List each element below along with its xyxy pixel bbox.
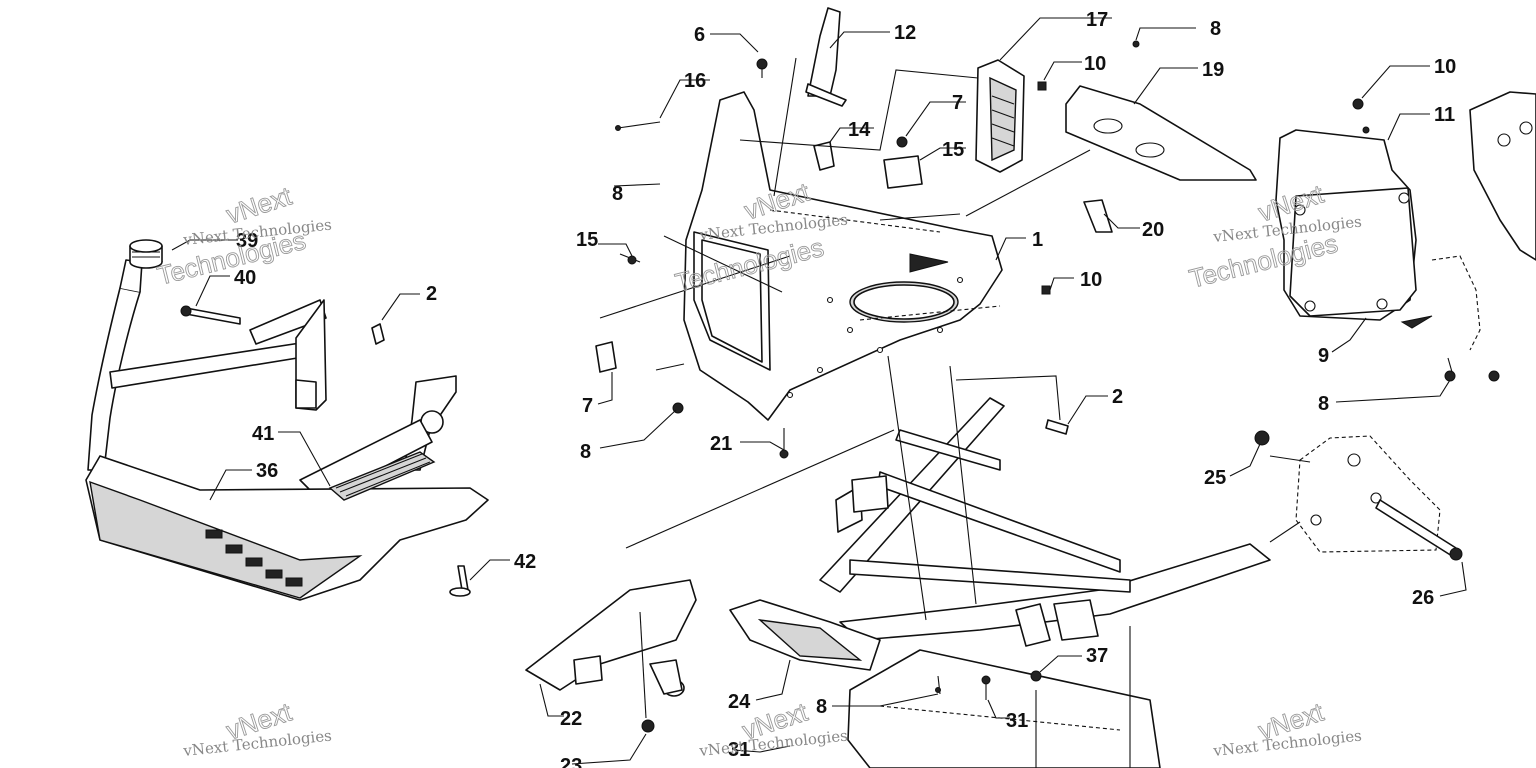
callout-22: 23 — [560, 755, 582, 768]
callout-2: 2 — [1112, 386, 1123, 408]
callout-12: 12 — [894, 22, 916, 44]
callout-11: 11 — [1434, 104, 1455, 126]
callout-21: 22 — [560, 708, 582, 730]
callout-10: 10 — [1080, 269, 1102, 291]
callout-39: 39 — [236, 230, 258, 252]
callout-9: 9 — [1318, 345, 1329, 367]
callout-36: 36 — [256, 460, 278, 482]
callout-41: 41 — [252, 423, 274, 445]
callout-25: 26 — [1412, 587, 1434, 609]
callout-14: 15 — [942, 139, 964, 161]
callout-24: 25 — [1204, 467, 1226, 489]
callout-13: 14 — [848, 119, 871, 141]
callout-labels: 6 12 17 8 10 19 16 7 14 15 8 20 1 15 10 … — [234, 9, 1456, 768]
front-cover-assembly — [595, 7, 1257, 459]
callout-6: 7 — [952, 92, 963, 114]
callout-8: 8 — [580, 441, 591, 463]
callout-18: 19 — [1202, 59, 1224, 81]
callout-31: 31 — [728, 739, 750, 761]
callout-10: 10 — [1084, 53, 1106, 75]
leader-lines — [171, 17, 1467, 768]
callout-3: 6 — [694, 24, 705, 46]
callout-2: 2 — [426, 283, 437, 305]
callout-26: 31 — [1006, 710, 1028, 732]
callout-1: 1 — [1032, 229, 1043, 251]
callout-7: 7 — [582, 395, 593, 417]
callout-20: 21 — [710, 433, 732, 455]
right-side-assembly — [1254, 91, 1536, 561]
callout-15: 15 — [576, 229, 598, 251]
callout-8: 8 — [612, 183, 623, 205]
callout-10: 10 — [1434, 56, 1456, 78]
callout-8: 8 — [1210, 18, 1221, 40]
main-frame-assembly — [525, 397, 1271, 768]
callout-40: 40 — [234, 267, 256, 289]
callout-23: 24 — [728, 691, 751, 713]
callout-17: 17 — [1086, 9, 1108, 31]
callout-42: 42 — [514, 551, 536, 573]
bumper-assembly — [85, 239, 489, 601]
callout-19: 20 — [1142, 219, 1164, 241]
callout-37: 37 — [1086, 645, 1108, 667]
callout-8: 8 — [1318, 393, 1329, 415]
callout-8: 8 — [816, 696, 827, 718]
callout-16: 16 — [684, 70, 706, 92]
